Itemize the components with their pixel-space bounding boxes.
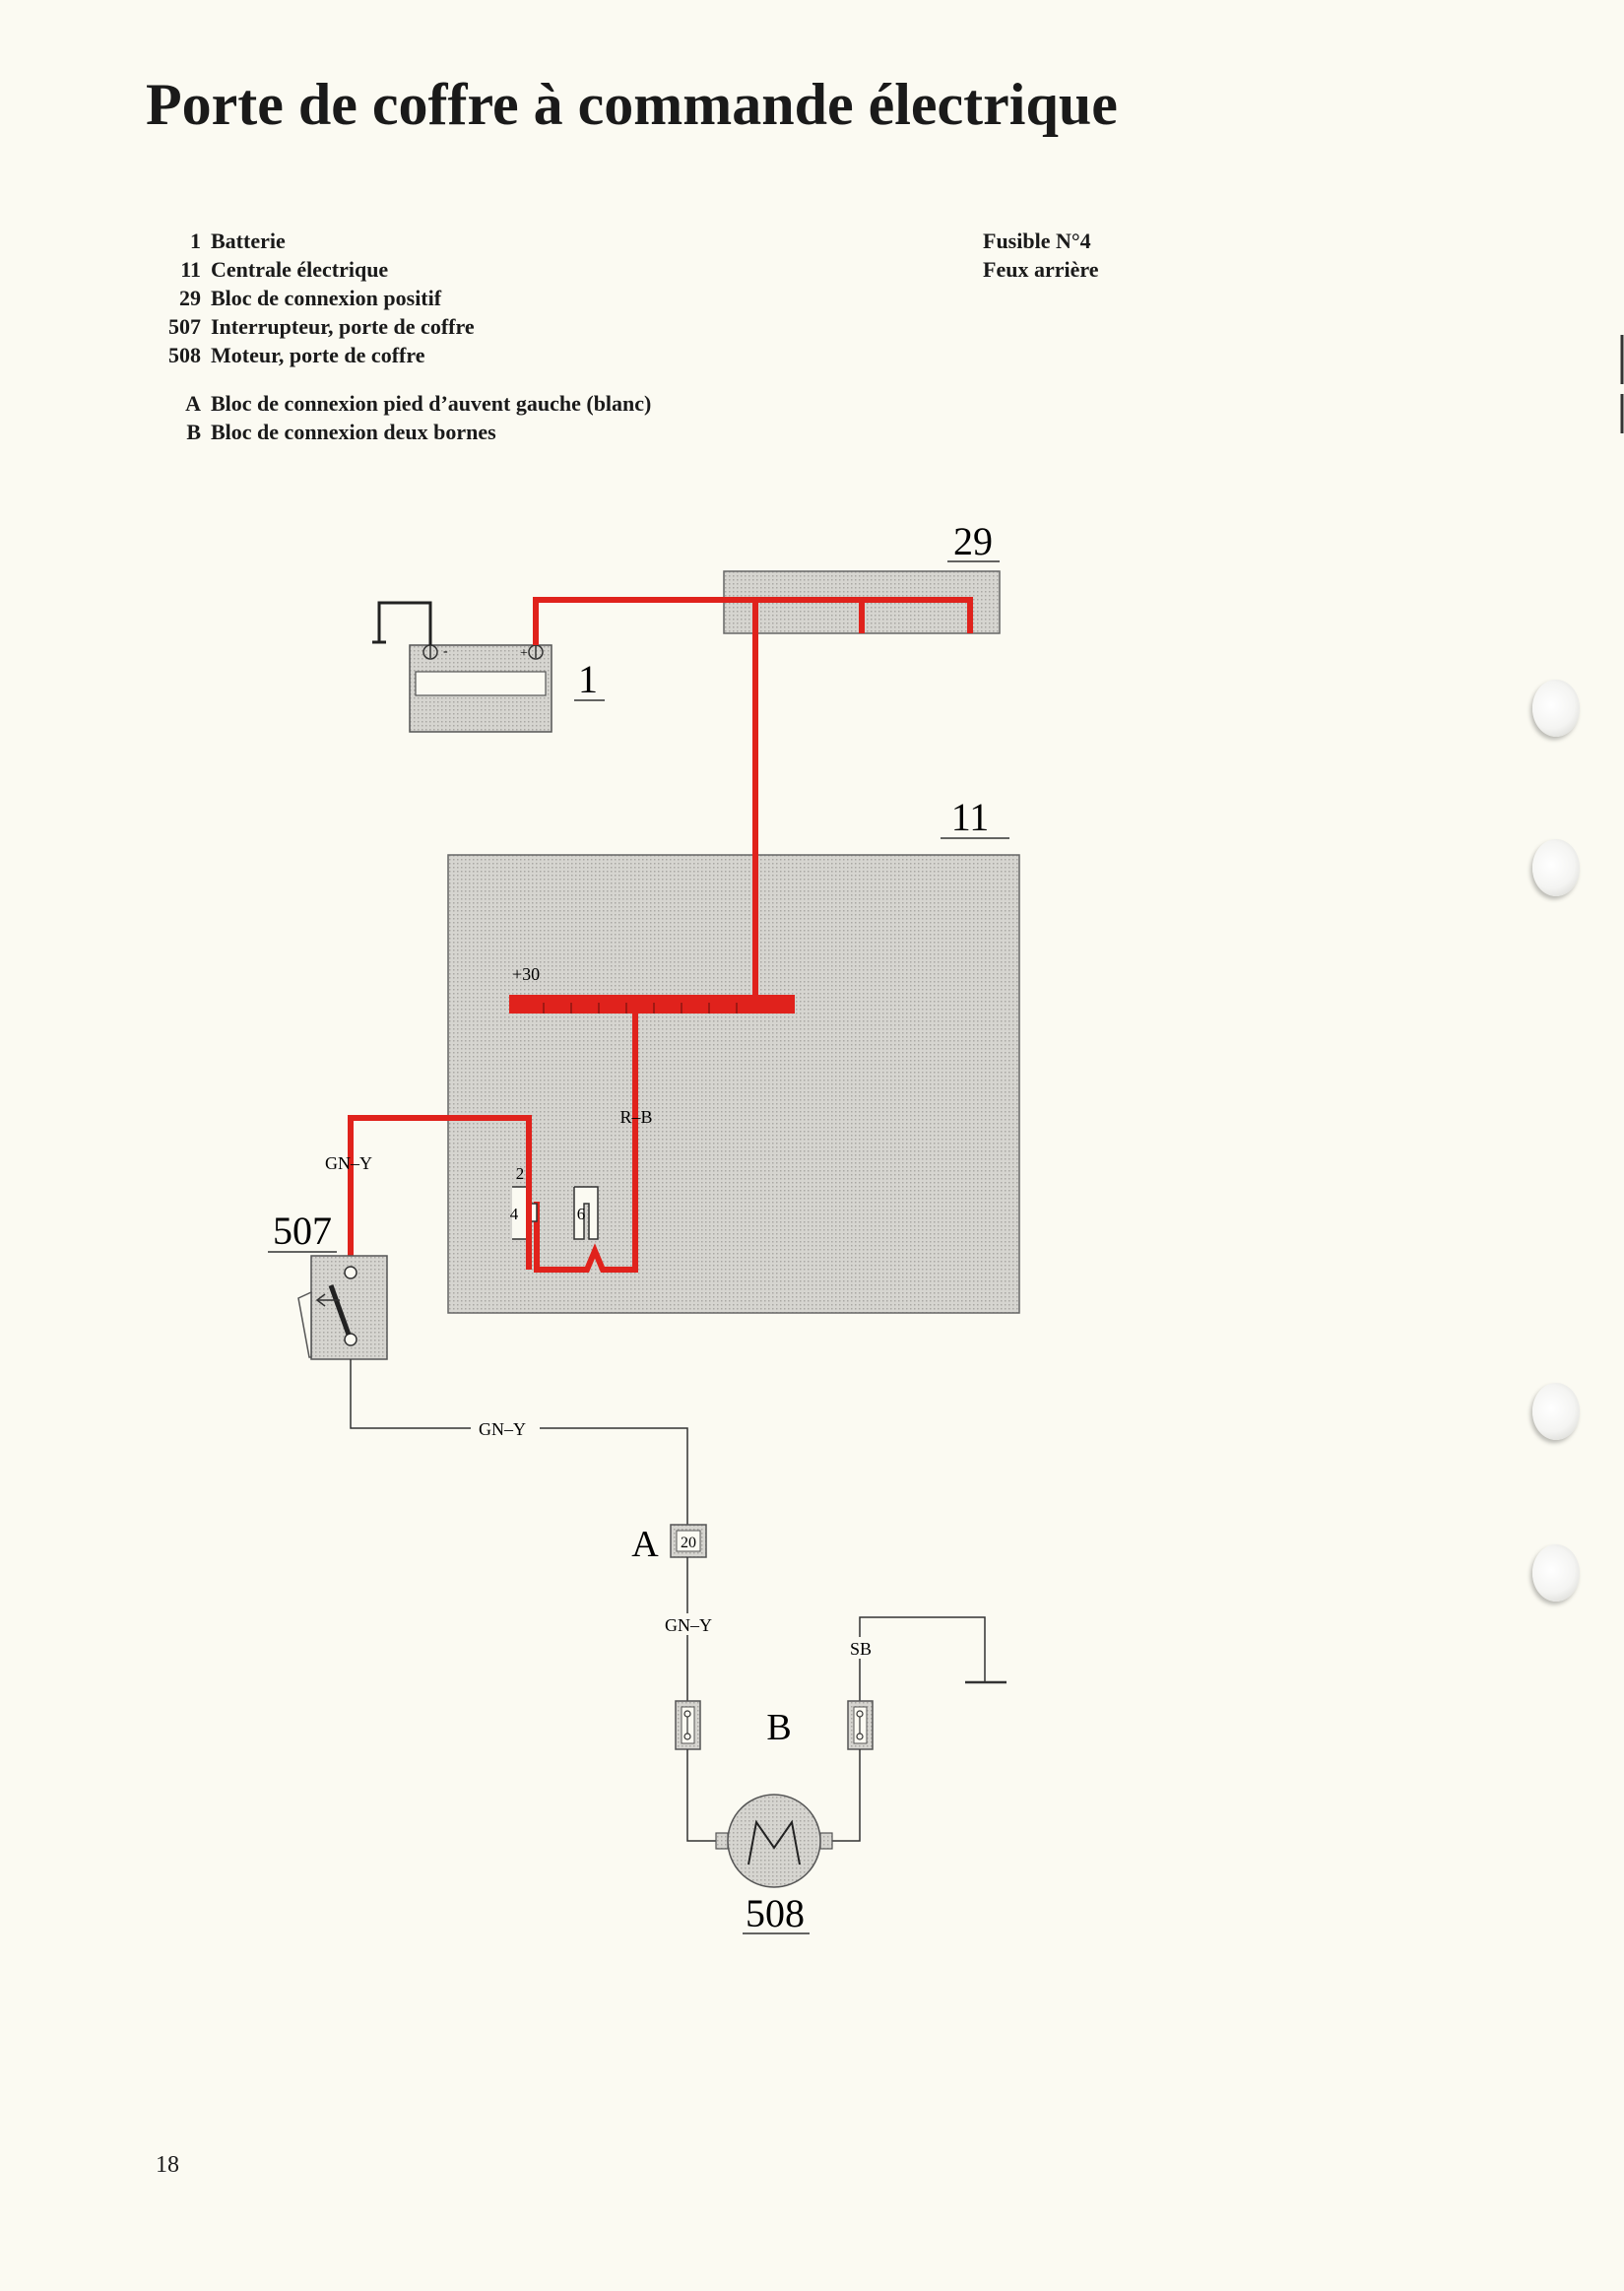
motor-508-symbol (715, 1794, 833, 1888)
svg-text:2: 2 (516, 1164, 525, 1183)
wire-B-to-motor-right (832, 1749, 861, 1842)
fuse-info: Fusible N°4 Feux arrière (983, 227, 1098, 284)
connector-B-right (847, 1700, 874, 1750)
binder-hole (1532, 1544, 1580, 1602)
battery-symbol: - + (409, 644, 552, 733)
page-title: Porte de coffre à commande électrique (146, 72, 1118, 137)
label-11: 11 (951, 795, 990, 839)
label-507: 507 (273, 1209, 332, 1253)
svg-text:-: - (443, 644, 448, 659)
binder-hole (1532, 839, 1580, 896)
label-29: 29 (953, 519, 993, 563)
wire-rb (534, 1014, 638, 1273)
page-number: 18 (156, 2152, 179, 2178)
label-A: A (631, 1524, 659, 1565)
plus30-bus-bar (509, 995, 795, 1014)
label-sb: SB (850, 1639, 872, 1659)
wire-sb-ground (859, 1616, 986, 1701)
label-gny2: GN–Y (479, 1419, 526, 1439)
central-unit-box (447, 854, 1020, 1314)
binder-hole (1532, 1383, 1580, 1440)
label-gny3: GN–Y (665, 1615, 712, 1635)
svg-text:6: 6 (577, 1205, 586, 1223)
label-B: B (766, 1707, 791, 1748)
wire-gny-switch (348, 1115, 532, 1270)
label-508: 508 (746, 1891, 805, 1935)
svg-text:+: + (520, 646, 528, 661)
ground-wire (377, 601, 432, 645)
binder-hole (1532, 680, 1580, 737)
label-1: 1 (578, 657, 598, 701)
switch-507-symbol (297, 1255, 388, 1360)
label-plus30: +30 (512, 964, 540, 984)
wire-B-to-motor-left (686, 1749, 716, 1842)
fuse-function: Feux arrière (983, 257, 1099, 282)
label-rb: R–B (619, 1107, 652, 1127)
svg-text:4: 4 (510, 1205, 519, 1223)
wire-switch-to-A (350, 1359, 688, 1525)
fuse-number: Fusible N°4 (983, 229, 1091, 253)
connector-B-left (675, 1700, 701, 1750)
label-gny1: GN–Y (325, 1153, 372, 1173)
svg-text:20: 20 (681, 1535, 696, 1551)
